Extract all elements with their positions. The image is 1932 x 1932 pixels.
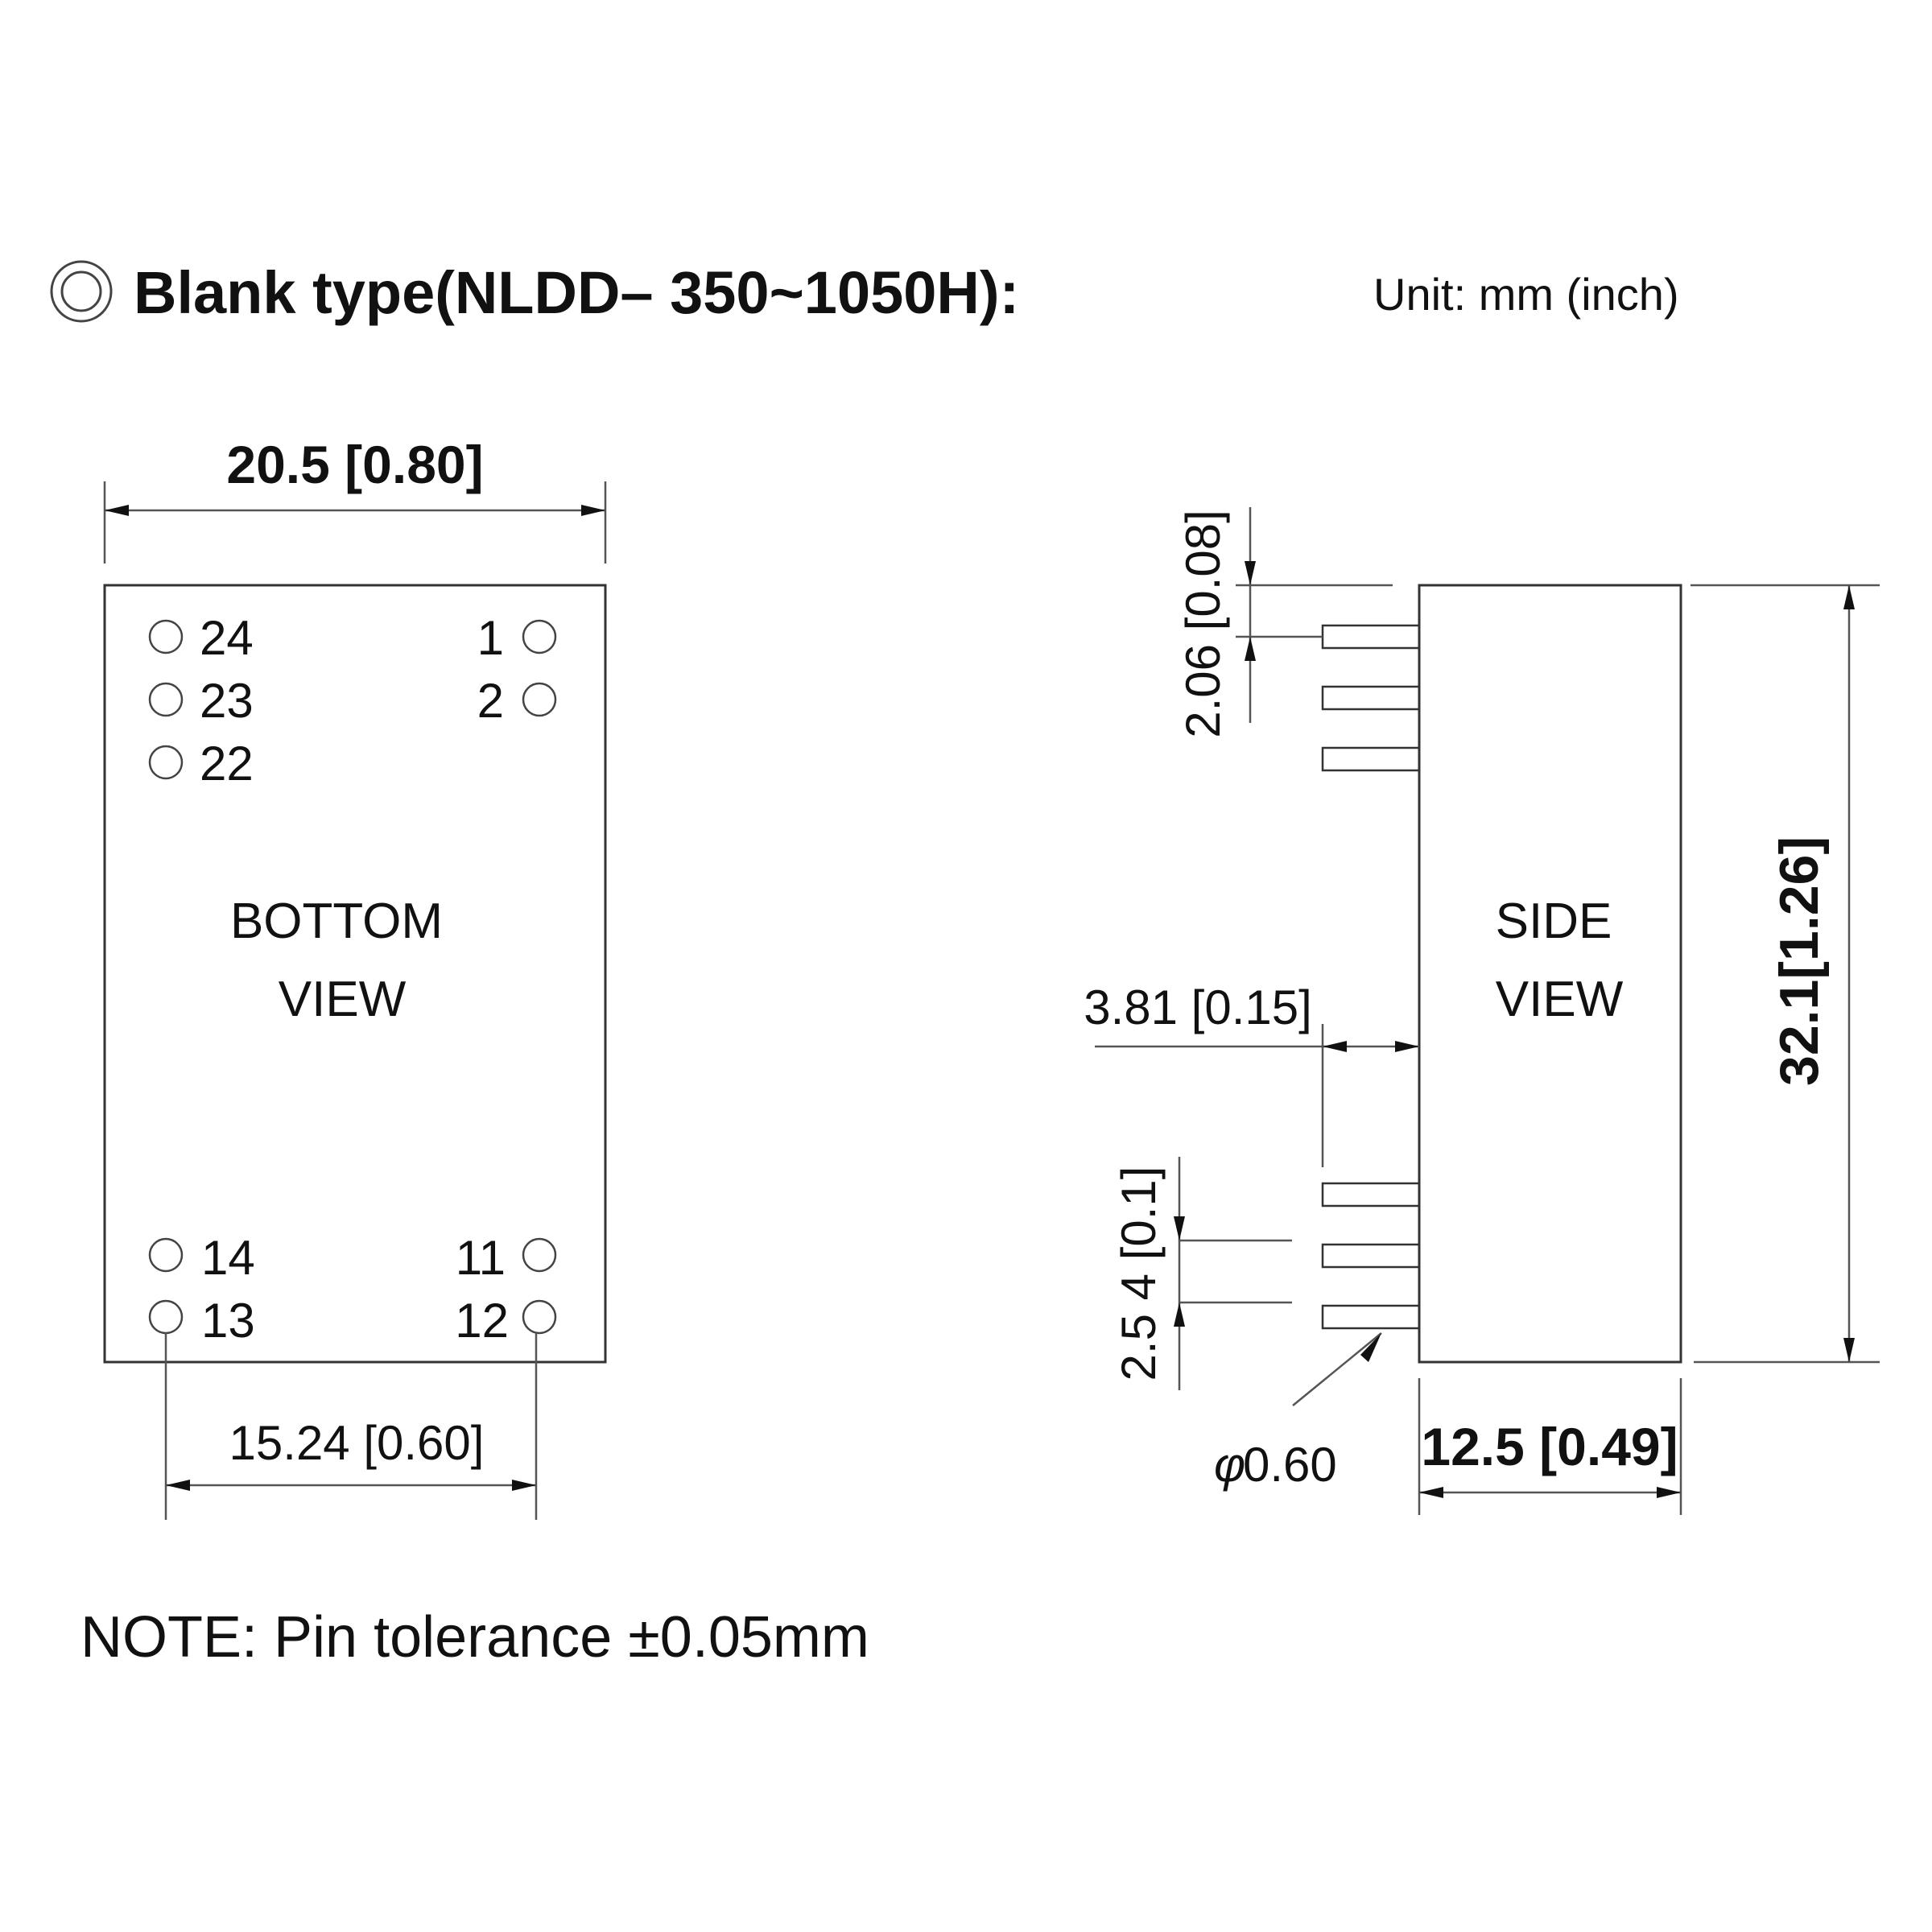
pin-hole-12 [522, 1299, 557, 1335]
pin-diameter-label: 0.60 [1243, 1438, 1337, 1492]
pin-hole-2 [522, 682, 557, 717]
depth-dimension-label: 12.5 [0.49] [1421, 1417, 1678, 1476]
pin-hole-1 [522, 619, 557, 654]
pin-label-24: 24 [200, 611, 254, 665]
pin-label-23: 23 [200, 674, 254, 728]
pin-hole-22 [148, 745, 184, 780]
side-pin [1321, 1243, 1421, 1269]
pin-hole-14 [148, 1237, 184, 1273]
side-pin [1321, 1304, 1421, 1330]
side-pin [1321, 624, 1421, 650]
pin-label-11: 11 [456, 1231, 506, 1285]
side-pin [1321, 685, 1421, 711]
unit-label: Unit: mm (inch) [1373, 269, 1679, 320]
side-view-label-line2: VIEW [1496, 972, 1624, 1027]
side-pin [1321, 746, 1421, 772]
pin-pitch-dimension-label: 2.5 4 [0.1] [1112, 1166, 1166, 1381]
pin-length-dimension-label: 3.81 [0.15] [1084, 980, 1312, 1034]
pin-label-13: 13 [201, 1294, 255, 1348]
pin-spacing-dimension-label: 15.24 [0.60] [229, 1416, 485, 1470]
page-title: Blank type(NLDD– 350~1050H): [134, 259, 1019, 326]
side-pin [1321, 1182, 1421, 1208]
pin-hole-13 [148, 1299, 184, 1335]
pin-hole-23 [148, 682, 184, 717]
width-dimension-label: 20.5 [0.80] [226, 435, 483, 494]
module-outline-side [1418, 584, 1682, 1364]
side-view: SIDE VIEW 2.06 [0.08] 3.81 [0.15] 2.5 4 … [1084, 507, 1880, 1515]
pin-offset-dimension-label: 2.06 [0.08] [1176, 510, 1230, 738]
bottom-view-label-line2: VIEW [279, 972, 407, 1027]
pin-label-2: 2 [477, 674, 504, 728]
diameter-symbol: φ [1214, 1438, 1245, 1492]
side-view-label-line1: SIDE [1496, 894, 1612, 949]
height-dimension-label: 32.1[1.26] [1769, 836, 1830, 1086]
pin-label-14: 14 [201, 1231, 255, 1285]
pin-tolerance-note: NOTE: Pin tolerance ±0.05mm [80, 1605, 869, 1670]
pin-label-1: 1 [477, 611, 504, 665]
pin-label-22: 22 [200, 737, 254, 791]
title-icon [50, 260, 113, 323]
pin-hole-11 [522, 1237, 557, 1273]
pin-label-12: 12 [455, 1294, 509, 1348]
bottom-view: 20.5 [0.80] 24 23 22 1 2 BOTTOM VIEW 14 … [103, 435, 607, 1520]
bottom-view-label-line1: BOTTOM [230, 894, 443, 949]
module-outline-bottom [103, 584, 607, 1364]
pin-hole-24 [148, 619, 184, 654]
